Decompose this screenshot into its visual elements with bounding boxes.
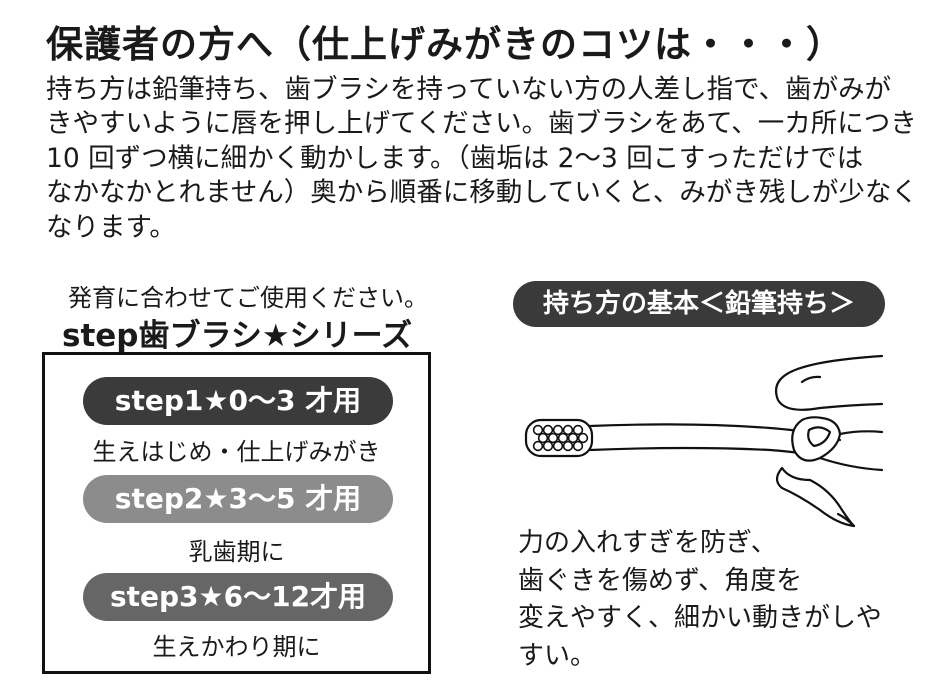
- pencil-grip-illustration: [524, 354, 884, 528]
- middle-fingernail: [836, 512, 856, 528]
- usage-note: 発育に合わせてご使用ください。: [68, 284, 428, 312]
- index-finger: [774, 354, 884, 411]
- palm-edge: [838, 430, 884, 436]
- caption-line: すい。: [518, 640, 597, 671]
- holding-basics-header: 持ち方の基本＜鉛筆持ち＞: [513, 281, 885, 327]
- caption-line: 力の入れすぎを防ぎ、: [518, 528, 777, 558]
- step3-badge: step3★6〜12才用: [83, 573, 393, 621]
- intro-line: なかなかとれません）奥から順番に移動していくと、みがき残しが少なく: [46, 177, 918, 209]
- step-series-box: step1★0〜3 才用 生えはじめ・仕上げみがき step2★3〜5 才用 乳…: [42, 352, 431, 674]
- step2-description: 乳歯期に: [188, 538, 285, 566]
- caption-line: 変えやすく、細かい動きがしや: [518, 603, 882, 633]
- intro-line: きやすいように唇を押し上げてください。歯ブラシをあて、一カ所につき: [46, 108, 917, 140]
- page-title: 保護者の方へ（仕上げみがきのコツは・・・）: [46, 23, 844, 66]
- step1-badge: step1★0〜3 才用: [83, 377, 393, 425]
- intro-line: 10 回ずつ横に細かく動かします。（歯垢は 2〜3 回こすっただけでは: [46, 142, 864, 174]
- step3-description: 生えかわり期に: [152, 633, 321, 661]
- holding-benefits-text: 力の入れすぎを防ぎ、 歯ぐきを傷めず、角度を 変えやすく、細かい動きがしや すい…: [518, 525, 882, 675]
- index-fingernail: [800, 375, 822, 384]
- step2-badge: step2★3〜5 才用: [83, 475, 393, 523]
- step1-description: 生えはじめ・仕上げみがき: [92, 438, 381, 466]
- palm-lower: [818, 456, 884, 472]
- toothbrush-handle-edge: [588, 446, 822, 460]
- intro-line: 持ち方は鉛筆持ち、歯ブラシを持っていない方の人差し指で、歯がみが: [46, 74, 892, 105]
- intro-line: なります。: [46, 211, 176, 243]
- bristles: [532, 424, 589, 452]
- thumbnail: [807, 426, 832, 448]
- series-title: step歯ブラシ★シリーズ: [62, 318, 413, 354]
- caption-line: 歯ぐきを傷めず、角度を: [518, 565, 803, 596]
- thumb: [791, 416, 842, 462]
- intro-paragraph: 持ち方は鉛筆持ち、歯ブラシを持っていない方の人差し指で、歯がみが きやすいように…: [46, 73, 918, 245]
